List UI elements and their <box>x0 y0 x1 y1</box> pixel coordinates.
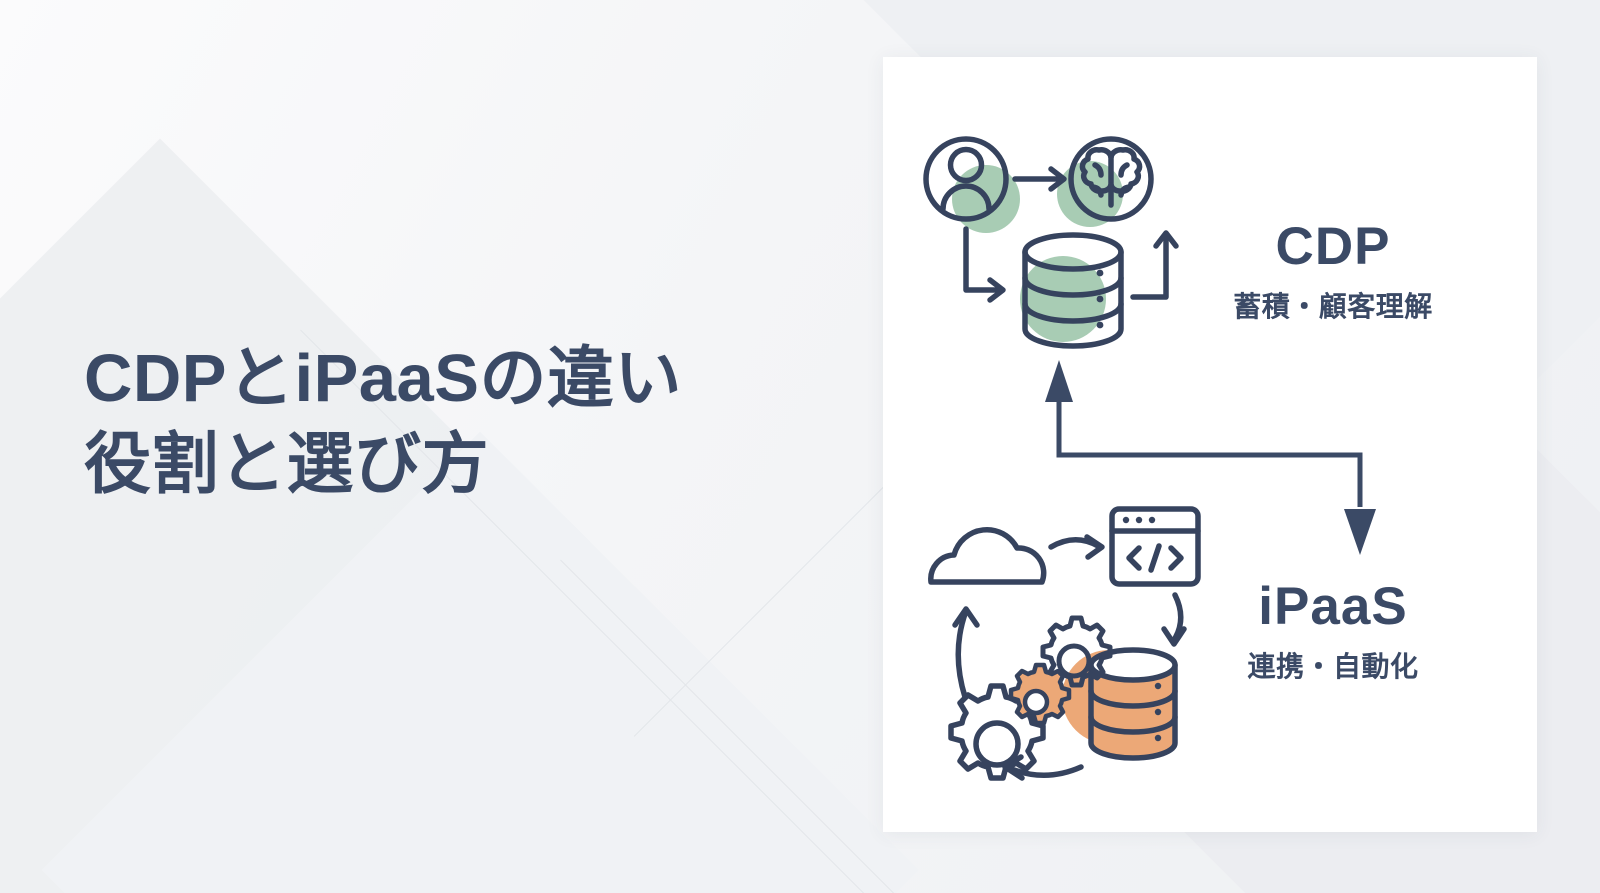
gear-small-orange-icon <box>1008 662 1072 726</box>
cdp-title: CDP <box>1275 217 1391 276</box>
ipaas-title: iPaaS <box>1258 577 1408 636</box>
brain-circle-icon <box>1068 136 1154 222</box>
page-title-line-1: CDPとiPaaSの違い <box>84 341 682 416</box>
arrow-right-icon <box>1012 166 1067 192</box>
ipaas-icon-cluster <box>928 506 1201 781</box>
page-title-line-2: 役割と選び方 <box>84 426 489 502</box>
cdp-ipaas-connector <box>1045 360 1376 555</box>
connector-down-arrowhead <box>1344 509 1376 555</box>
user-circle-icon <box>923 136 1009 222</box>
arrow-left-icon <box>1002 754 1084 781</box>
database-icon <box>1022 232 1124 349</box>
ipaas-label-block: iPaaS 連携・自動化 <box>1183 579 1483 685</box>
arrow-elbow-up-icon <box>1130 230 1179 300</box>
database-orange-icon <box>1088 647 1178 761</box>
gear-large-icon <box>948 683 1046 781</box>
cdp-subtitle: 蓄積・顧客理解 <box>1233 290 1433 322</box>
cdp-label-block: CDP 蓄積・顧客理解 <box>1183 219 1483 325</box>
page-title: CDPとiPaaSの違い 役割と選び方 <box>84 336 844 508</box>
arrow-curve-right-icon <box>1048 534 1105 560</box>
connector-up-arrowhead <box>1045 360 1073 402</box>
code-window-icon <box>1109 506 1201 587</box>
arrow-elbow-down-icon <box>963 226 1006 303</box>
arrow-curve-up-icon <box>952 606 980 700</box>
background-diamond-left <box>0 138 712 893</box>
cdp-icon-cluster <box>923 136 1179 349</box>
cdp-ipaas-illustration <box>923 136 1376 781</box>
arrow-curve-down-icon <box>1161 592 1187 647</box>
diagram-card: CDP 蓄積・顧客理解 iPaaS 連携・自動化 <box>883 57 1537 832</box>
ipaas-subtitle: 連携・自動化 <box>1247 650 1419 682</box>
cloud-icon <box>928 527 1047 585</box>
